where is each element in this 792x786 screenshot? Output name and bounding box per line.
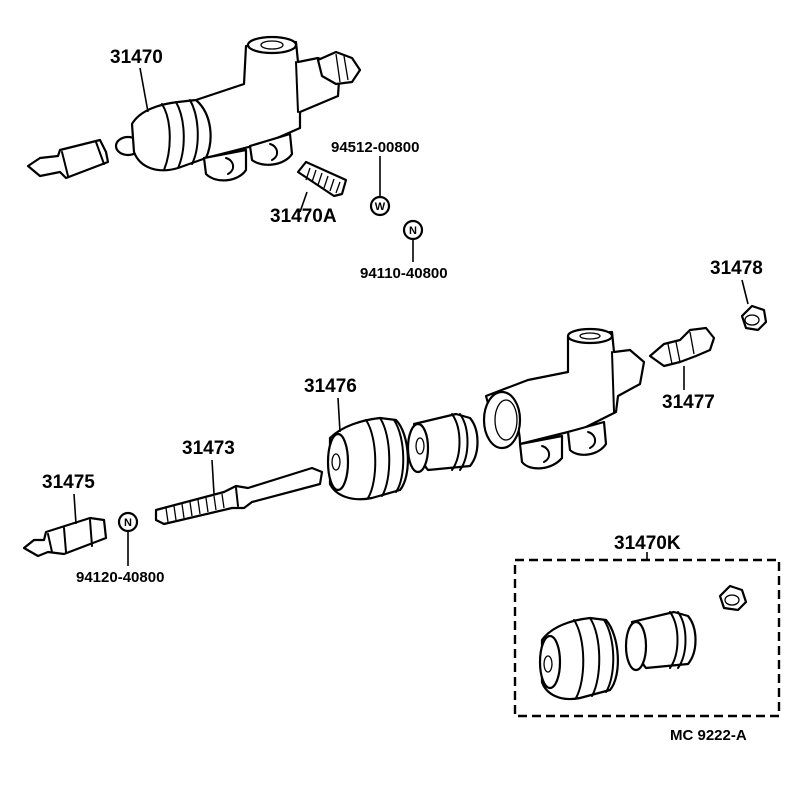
leader-push-rod — [211, 459, 215, 495]
label-31470K: 31470K — [614, 533, 681, 554]
label-31470: 31470 — [110, 47, 163, 68]
label-31477: 31477 — [662, 392, 715, 413]
label-31475: 31475 — [42, 472, 95, 493]
leader-rod-end — [73, 493, 77, 525]
nut-bottom: N — [117, 511, 139, 533]
cylinder-body — [482, 327, 646, 470]
release-cylinder-assembly-top — [26, 35, 362, 182]
label-94512-00800: 94512-00800 — [331, 139, 419, 156]
leader-cap — [741, 279, 749, 305]
piston — [406, 412, 479, 474]
leader-bolt-top — [299, 191, 308, 213]
label-31478: 31478 — [710, 258, 763, 279]
label-31470A: 31470A — [270, 206, 337, 227]
leader-assy-top — [139, 67, 149, 113]
bleeder-cap — [740, 304, 768, 332]
stud-bolt-top — [296, 160, 348, 198]
nut-top: N — [402, 219, 424, 241]
push-rod — [154, 466, 324, 526]
kit-cup-boot — [538, 616, 619, 701]
bleeder-plug — [648, 326, 716, 368]
kit-piston — [624, 610, 697, 672]
rod-end — [22, 516, 108, 558]
label-31473: 31473 — [182, 438, 235, 459]
washer-symbol: W — [375, 201, 386, 213]
kit-cap — [718, 584, 748, 612]
label-94110-40800: 94110-40800 — [360, 265, 448, 282]
nut-top-symbol: N — [409, 225, 417, 237]
washer-top: W — [369, 195, 391, 217]
diagram-ref-code: MC 9222-A — [670, 727, 747, 744]
leader-cup — [337, 397, 341, 433]
cylinder-cup-boot — [326, 416, 409, 501]
nut-bottom-symbol: N — [124, 517, 132, 529]
label-94120-40800: 94120-40800 — [76, 569, 164, 586]
label-31476: 31476 — [304, 376, 357, 397]
